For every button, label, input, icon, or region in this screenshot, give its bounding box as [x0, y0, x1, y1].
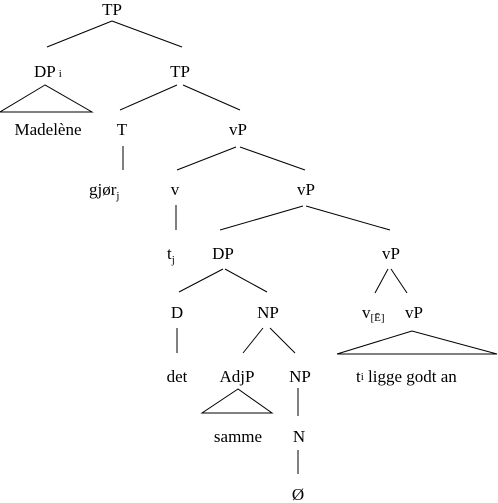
edge-dp-np [224, 268, 268, 293]
node-det: det [167, 367, 188, 386]
node-v: v [171, 180, 180, 199]
edge-tp-tp [111, 20, 183, 48]
node-madelene: Madelène [14, 120, 81, 139]
edge-tp2-t [119, 84, 178, 111]
edge-vp3-vp4 [390, 268, 408, 294]
edge-vp1-v [176, 146, 237, 171]
node-vp-4: vP [405, 303, 423, 322]
node-samme: samme [214, 427, 262, 446]
node-tj: tj [167, 244, 175, 266]
node-vp-3: vP [382, 244, 400, 263]
triangle-dp-madelene [0, 84, 94, 113]
node-gjor: gjørj [89, 180, 119, 202]
node-np-2: NP [289, 367, 311, 386]
edge-np1-adjp [242, 327, 264, 354]
edge-vp3-ve [374, 268, 389, 294]
tree-edges [0, 20, 498, 474]
edge-tp-dp [46, 20, 113, 48]
node-v-e: v[Ē] [362, 303, 385, 324]
node-adjp: AdjP [220, 367, 255, 386]
edge-np1-np2 [269, 327, 296, 354]
node-vp-2: vP [297, 180, 315, 199]
node-ti-phrase: ti ligge godt an [356, 367, 457, 386]
node-tp: TP [170, 62, 190, 81]
edge-vp2-vp3 [305, 205, 391, 231]
edge-tp2-vp1 [182, 84, 241, 111]
node-vp-1: vP [229, 120, 247, 139]
node-n: N [293, 427, 305, 446]
edge-dp-d [178, 268, 224, 293]
node-tp-root: TP [102, 0, 122, 19]
node-dp: DP [212, 244, 234, 263]
node-d: D [171, 303, 183, 322]
node-np-1: NP [257, 303, 279, 322]
node-t: T [117, 120, 128, 139]
triangle-vp-ti-phrase [336, 330, 498, 355]
edge-vp1-vp2 [239, 146, 306, 171]
node-empty: Ø [292, 485, 304, 503]
edge-vp2-dp [219, 205, 304, 231]
triangle-adjp-samme [200, 388, 274, 414]
